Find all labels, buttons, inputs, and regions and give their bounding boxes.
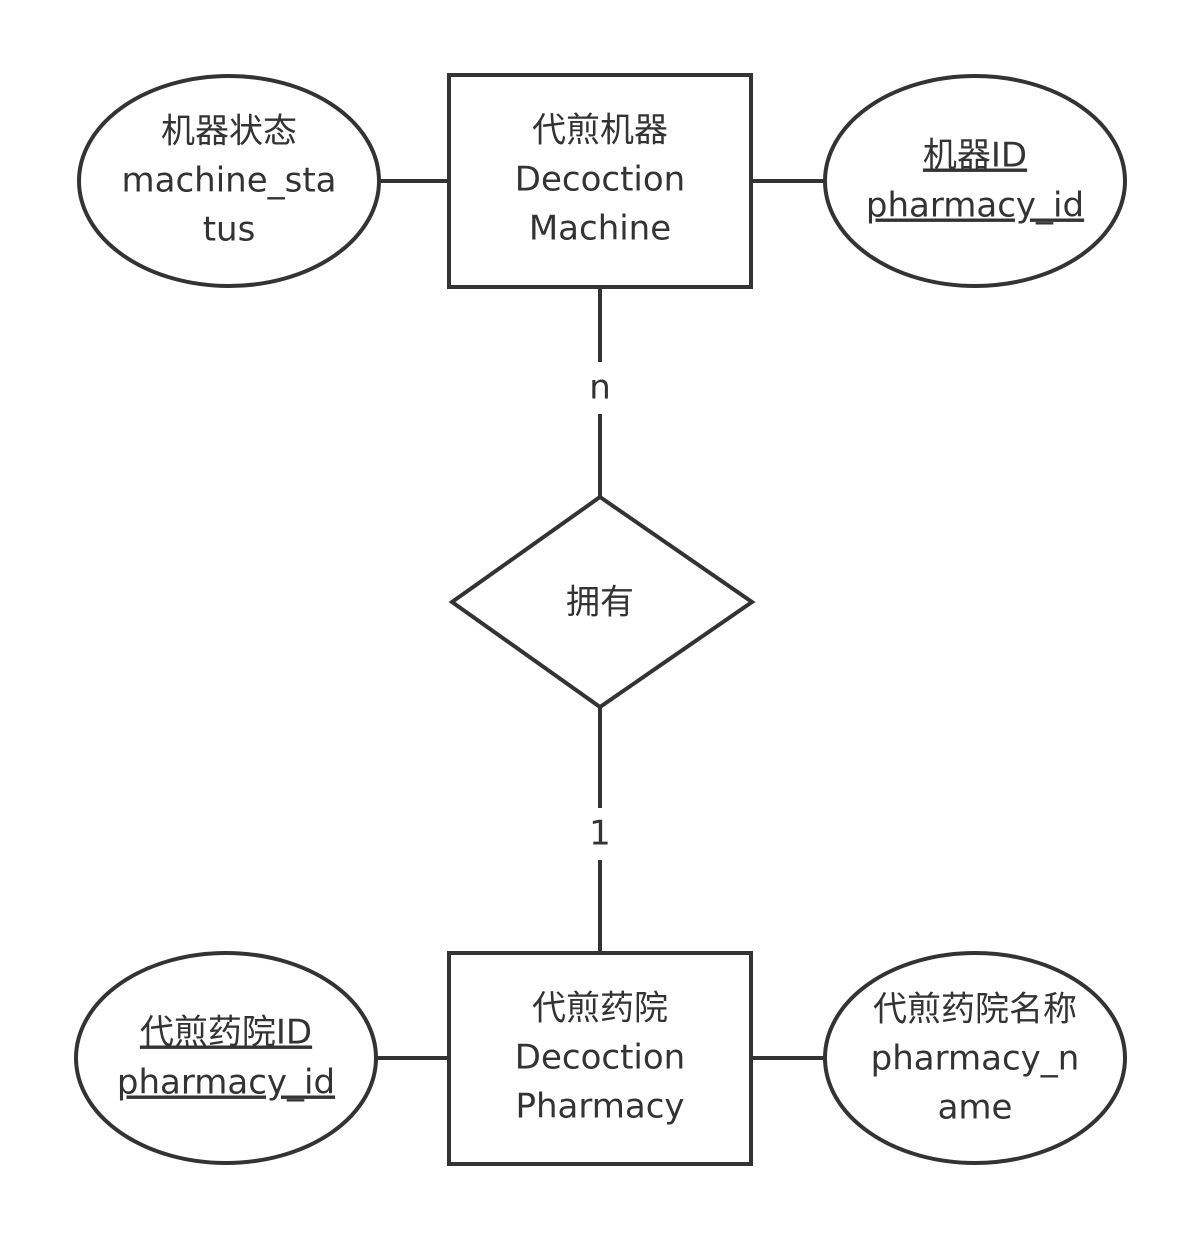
entity-decoction-pharmacy[interactable]: 代煎药院 Decoction Pharmacy bbox=[447, 951, 753, 1166]
cardinality-1-text: 1 bbox=[589, 814, 611, 854]
attribute-pharmacy-name[interactable]: 代煎药院名称 pharmacy_n ame bbox=[823, 951, 1127, 1165]
entity-machine-line-3: Machine bbox=[529, 209, 671, 249]
entity-pharmacy-line-1: 代煎药院 bbox=[532, 989, 668, 1029]
attribute-machine-status-line-1: 机器状态 bbox=[161, 112, 297, 152]
attribute-machine-id-line-1: 机器ID bbox=[923, 136, 1027, 176]
entity-decoction-machine[interactable]: 代煎机器 Decoction Machine bbox=[447, 73, 753, 289]
attribute-machine-status[interactable]: 机器状态 machine_sta tus bbox=[77, 74, 381, 288]
entity-machine-line-1: 代煎机器 bbox=[532, 111, 668, 151]
attribute-pharmacy-id[interactable]: 代煎药院ID pharmacy_id bbox=[74, 951, 378, 1165]
attribute-pharmacy-name-line-2: pharmacy_n bbox=[871, 1039, 1080, 1079]
entity-pharmacy-line-2: Decoction bbox=[515, 1038, 685, 1078]
attribute-pharmacy-name-line-1: 代煎药院名称 bbox=[873, 990, 1077, 1030]
attribute-pharmacy-name-line-3: ame bbox=[938, 1088, 1013, 1128]
cardinality-1: 1 bbox=[580, 808, 620, 860]
cardinality-n: n bbox=[580, 362, 620, 414]
relationship-owns[interactable]: 拥有 bbox=[448, 494, 756, 710]
attribute-pharmacy-id-line-1: 代煎药院ID bbox=[140, 1013, 312, 1053]
attribute-machine-id[interactable]: 机器ID pharmacy_id bbox=[823, 74, 1127, 288]
entity-machine-line-2: Decoction bbox=[515, 160, 685, 200]
relationship-label: 拥有 bbox=[566, 583, 634, 623]
cardinality-n-text: n bbox=[589, 368, 611, 408]
attribute-machine-status-line-2: machine_sta bbox=[122, 161, 337, 201]
entity-pharmacy-line-3: Pharmacy bbox=[515, 1087, 684, 1127]
attribute-pharmacy-id-line-2: pharmacy_id bbox=[117, 1063, 335, 1103]
attribute-machine-status-line-3: tus bbox=[203, 210, 256, 250]
attribute-machine-id-line-2: pharmacy_id bbox=[866, 186, 1084, 226]
